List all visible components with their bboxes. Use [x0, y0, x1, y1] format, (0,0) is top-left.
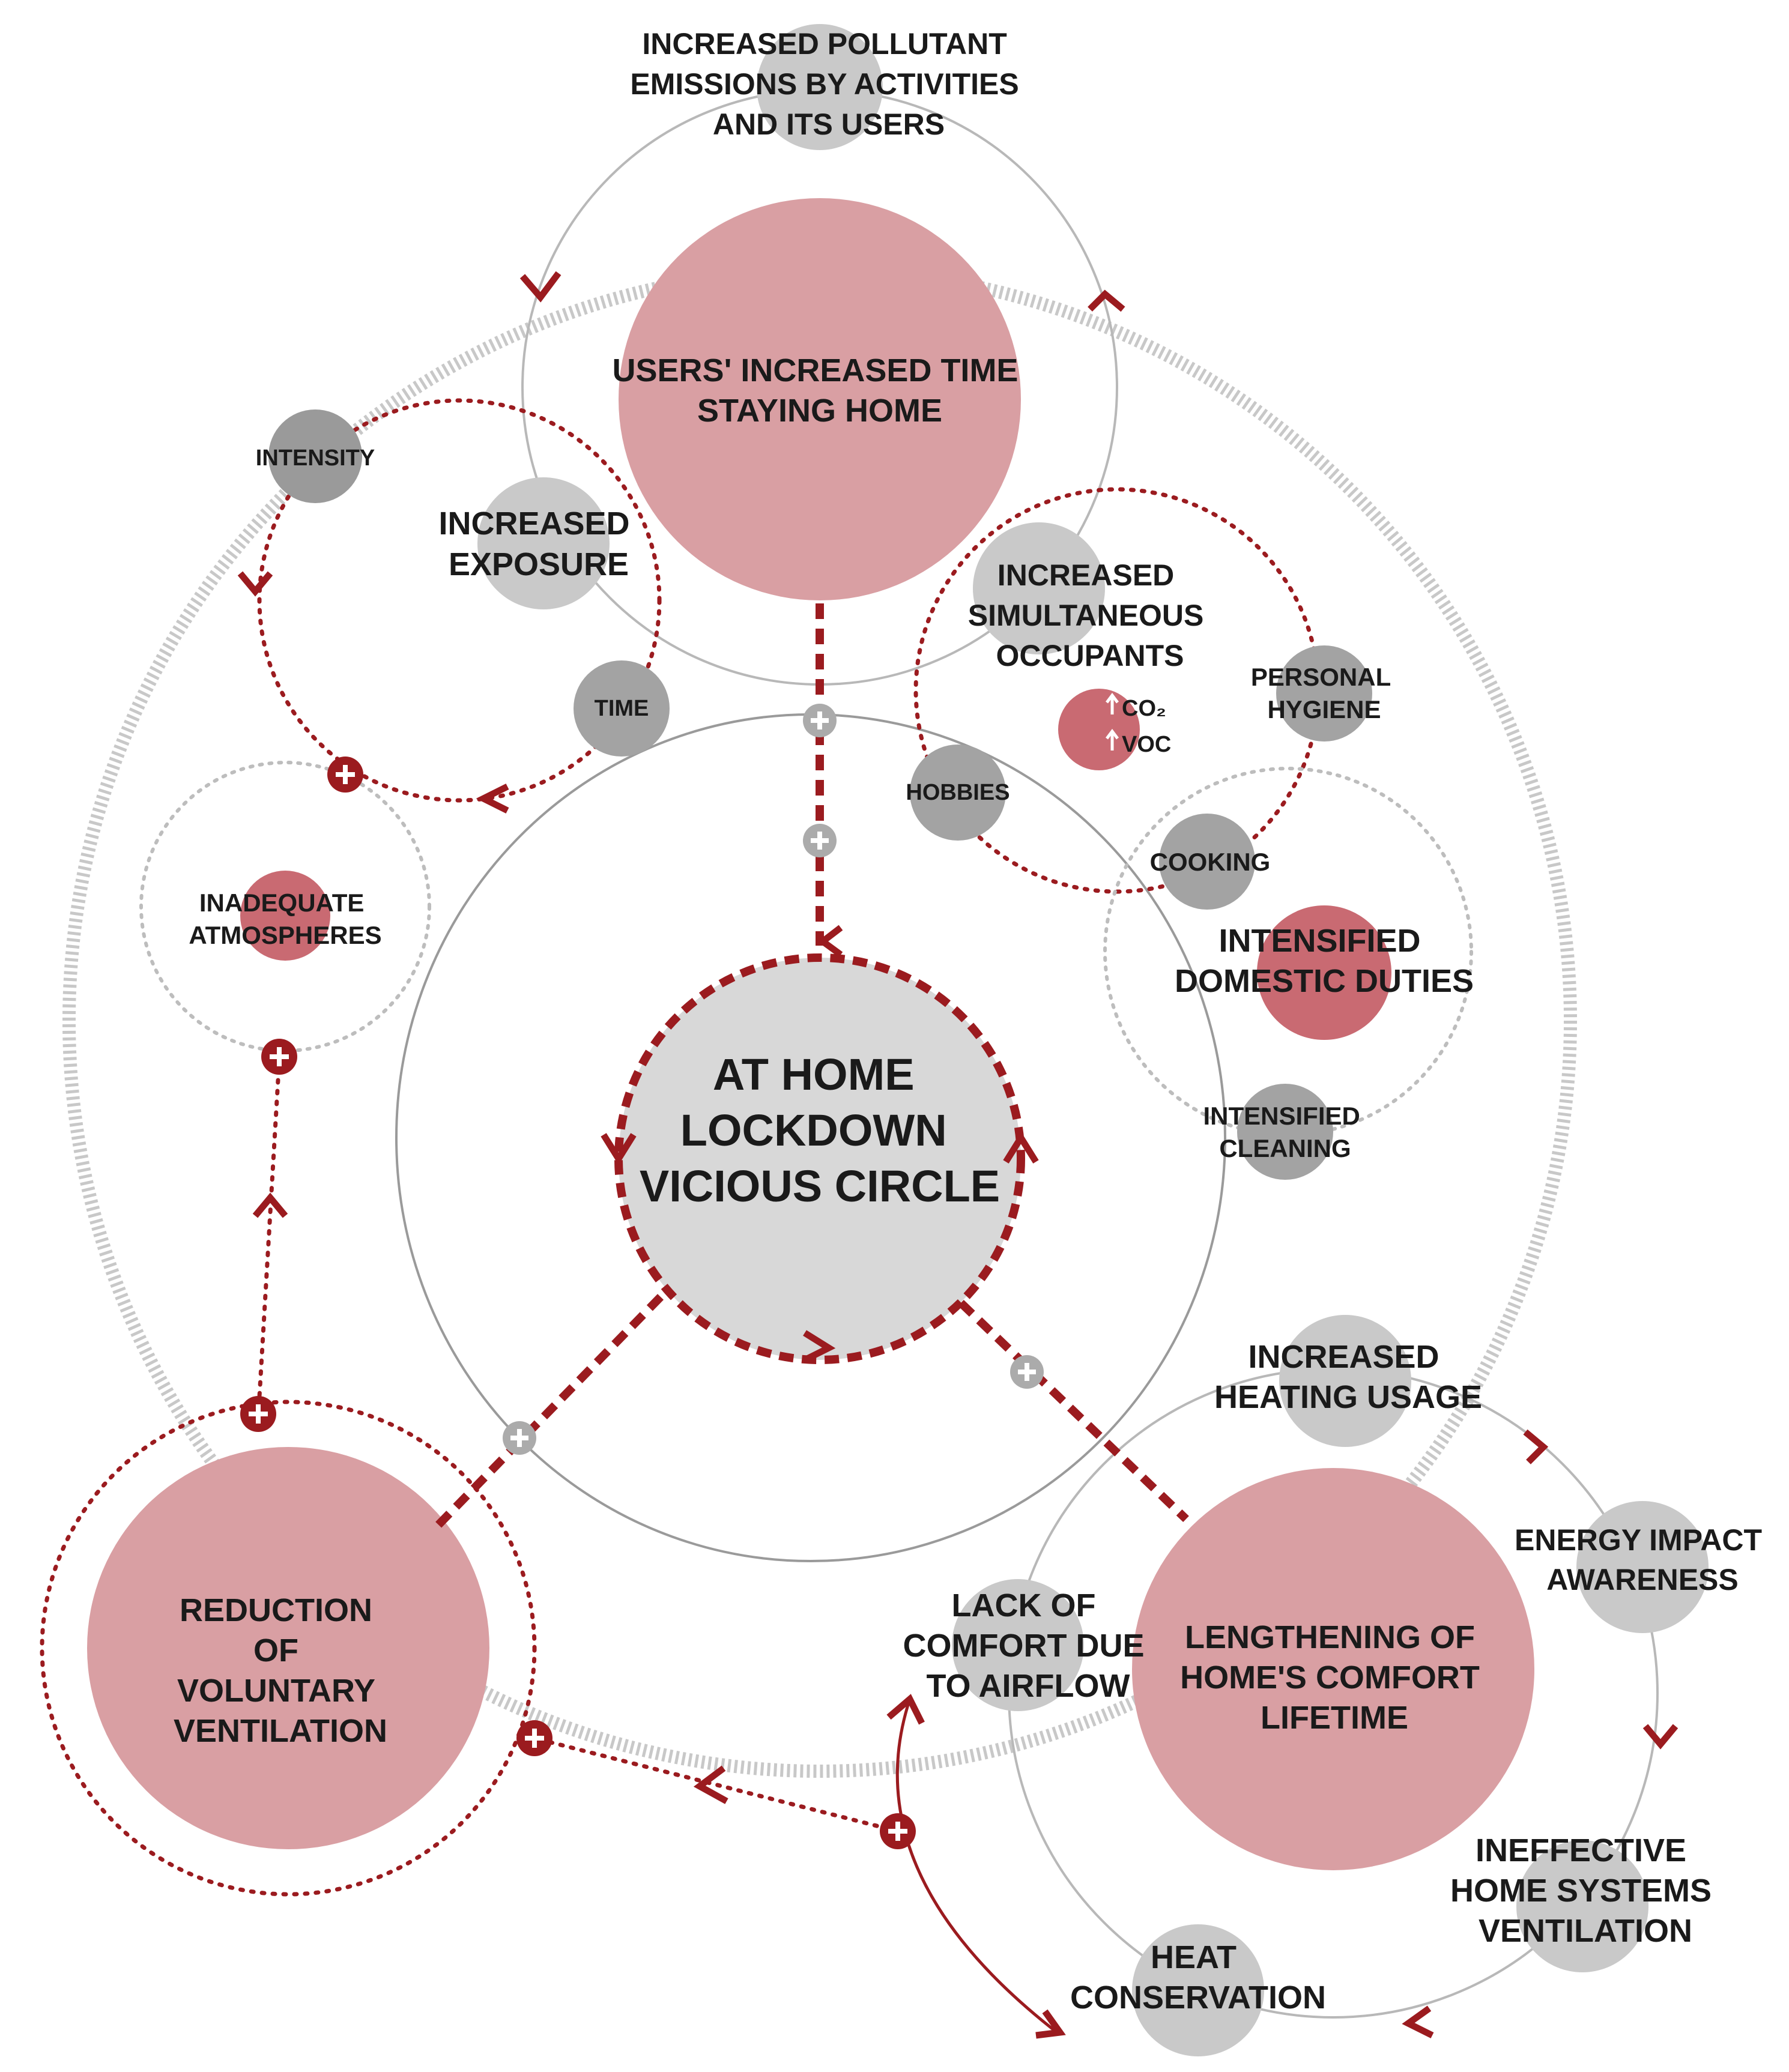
occupants-label: INCREASED SIMULTANEOUS OCCUPANTS: [968, 558, 1212, 672]
arrow-center-top: [817, 925, 843, 958]
up-arrow-icon: [1106, 728, 1119, 751]
arrow-center-right: [1003, 1131, 1039, 1164]
arrow-up-inadequate: [252, 1192, 288, 1218]
arrow-top-left: [519, 271, 562, 303]
cleaning-label: INTENSIFIED CLEANING: [1203, 1102, 1367, 1162]
heat-bubble: [1132, 1924, 1264, 2056]
grey-plus-badge: [803, 704, 837, 737]
arrow-heat-bottom: [1035, 2009, 1066, 2039]
flow-airflow-heat: [895, 1699, 1058, 2034]
users-time-label: USERS' INCREASED TIME STAYING HOME: [613, 352, 1028, 429]
comfort-lifetime-node: [1132, 1468, 1534, 1870]
duties-label: INTENSIFIED DOMESTIC DUTIES: [1175, 923, 1474, 999]
ineffective-bubble: [1516, 1840, 1648, 1972]
arrow-energy-down: [1642, 1724, 1679, 1750]
co2-voc-indicator: CO₂ VOC: [1106, 692, 1171, 757]
arrow-intensity: [237, 571, 273, 597]
airflow-label: LACK OF COMFORT DUE TO AIRFLOW: [903, 1587, 1154, 1704]
intensity-bubble: [268, 409, 362, 503]
grey-plus-badge: [503, 1421, 536, 1455]
energy-bubble: [1576, 1501, 1709, 1633]
time-bubble: [574, 660, 670, 757]
inadequate-bubble: [240, 871, 330, 961]
ventilation-dotted-ring: [40, 1400, 537, 1897]
arrow-top-right: [1088, 289, 1125, 312]
plus-badge: [240, 1396, 276, 1432]
exposure-label: INCREASED EXPOSURE: [438, 506, 638, 582]
airflow-bubble: [952, 1579, 1084, 1711]
intensity-label: INTENSITY: [256, 446, 375, 471]
hobbies-bubble: [910, 745, 1006, 841]
left-dotted-ring: [257, 398, 662, 803]
arrow-heating-right: [1523, 1429, 1549, 1464]
inadequate-grey-dotted-ring: [139, 761, 431, 1053]
voluntary-ventilation-label: REDUCTION OF VOLUNTARY VENTILATION: [174, 1592, 387, 1749]
grey-plus-badge: [1010, 1355, 1044, 1389]
voluntary-ventilation-node: [87, 1447, 489, 1849]
comfort-lifetime-label: LENGTHENING OF HOME'S COMFORT LIFETIME: [1180, 1619, 1489, 1736]
center-label: AT HOME LOCKDOWN VICIOUS CIRCLE: [640, 1050, 1000, 1211]
ineffective-label: INEFFECTIVE HOME SYSTEMS VENTILATION: [1450, 1832, 1721, 1949]
arrow-airflow-up: [886, 1694, 925, 1725]
connector-left: [429, 1294, 664, 1534]
flow-airflow-to-ventilation: [532, 1736, 900, 1834]
flow-ventilation-to-inadequate: [256, 1057, 282, 1419]
cleaning-bubble: [1237, 1084, 1333, 1180]
pollutant-label: INCREASED POLLUTANT EMISSIONS BY ACTIVIT…: [630, 27, 1027, 141]
heating-label: INCREASED HEATING USAGE: [1214, 1339, 1482, 1415]
time-label: TIME: [595, 696, 649, 721]
pollutant-bubble: [757, 24, 883, 150]
voc-label: VOC: [1122, 732, 1171, 757]
plus-badge: [261, 1039, 297, 1075]
connector-right: [958, 1299, 1189, 1523]
heating-bubble: [1279, 1315, 1411, 1447]
plus-badge: [880, 1813, 916, 1849]
hygiene-label: PERSONAL HYGIENE: [1251, 663, 1397, 723]
arrow-center-bottom: [803, 1330, 836, 1363]
grey-plus-badge: [803, 824, 837, 857]
occupants-bubble: [973, 522, 1105, 654]
inadequate-label: INADEQUATE ATMOSPHERES: [189, 889, 381, 949]
users-time-node: [619, 198, 1021, 600]
arrow-left-flow: [693, 1765, 728, 1804]
up-arrow-icon: [1106, 692, 1119, 714]
co2-voc-bubble: [1058, 689, 1140, 770]
hygiene-bubble: [1276, 645, 1372, 742]
plus-badge: [327, 757, 363, 793]
co2-label: CO₂: [1122, 696, 1166, 721]
center-dashed-ring: [614, 953, 1025, 1364]
duties-bubble: [1257, 905, 1391, 1040]
arrow-time: [476, 784, 509, 814]
cooking-bubble: [1159, 814, 1255, 910]
plus-badge: [516, 1720, 552, 1756]
arrow-center-left: [601, 1133, 637, 1165]
heat-label: HEAT CONSERVATION: [1070, 1939, 1326, 2016]
arrow-ineffective-left: [1402, 2005, 1434, 2038]
cooking-label: COOKING: [1150, 848, 1271, 876]
energy-label: ENERGY IMPACT AWARENESS: [1515, 1523, 1770, 1596]
exposure-bubble: [477, 477, 610, 609]
hobbies-label: HOBBIES: [906, 780, 1010, 805]
center-node: [619, 958, 1021, 1360]
